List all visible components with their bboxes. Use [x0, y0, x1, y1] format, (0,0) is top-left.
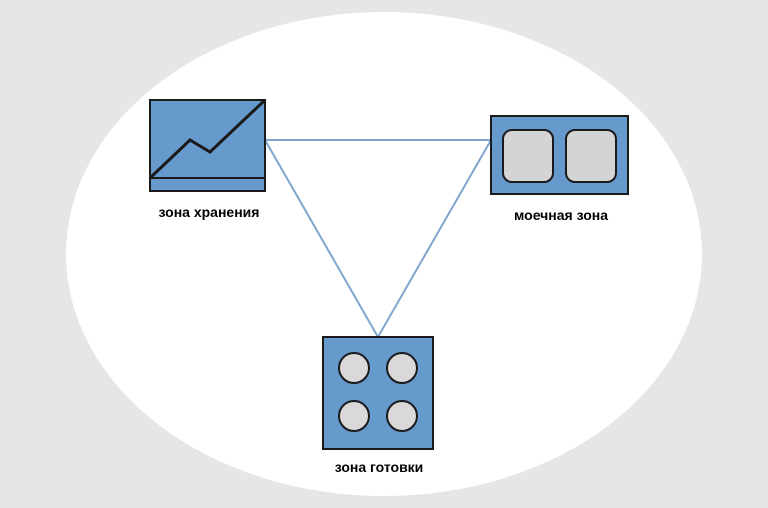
sink-basin-right — [565, 129, 617, 183]
burner-top-left — [338, 352, 370, 384]
four-burner-stove-icon — [322, 336, 434, 450]
sink-basin-left — [502, 129, 554, 183]
connector-storage-cooking — [264, 139, 379, 338]
storage-zone-label: зона хранения — [158, 204, 260, 220]
burner-bottom-left — [338, 400, 370, 432]
double-sink-icon — [490, 115, 629, 195]
burner-top-right — [386, 352, 418, 384]
connector-washing-cooking — [377, 139, 492, 338]
burner-bottom-right — [386, 400, 418, 432]
fridge-chart-icon — [148, 98, 267, 192]
cooking-zone-label: зона готовки — [334, 459, 424, 475]
washing-zone-label: моечная зона — [514, 207, 608, 223]
work-triangle — [264, 139, 492, 338]
